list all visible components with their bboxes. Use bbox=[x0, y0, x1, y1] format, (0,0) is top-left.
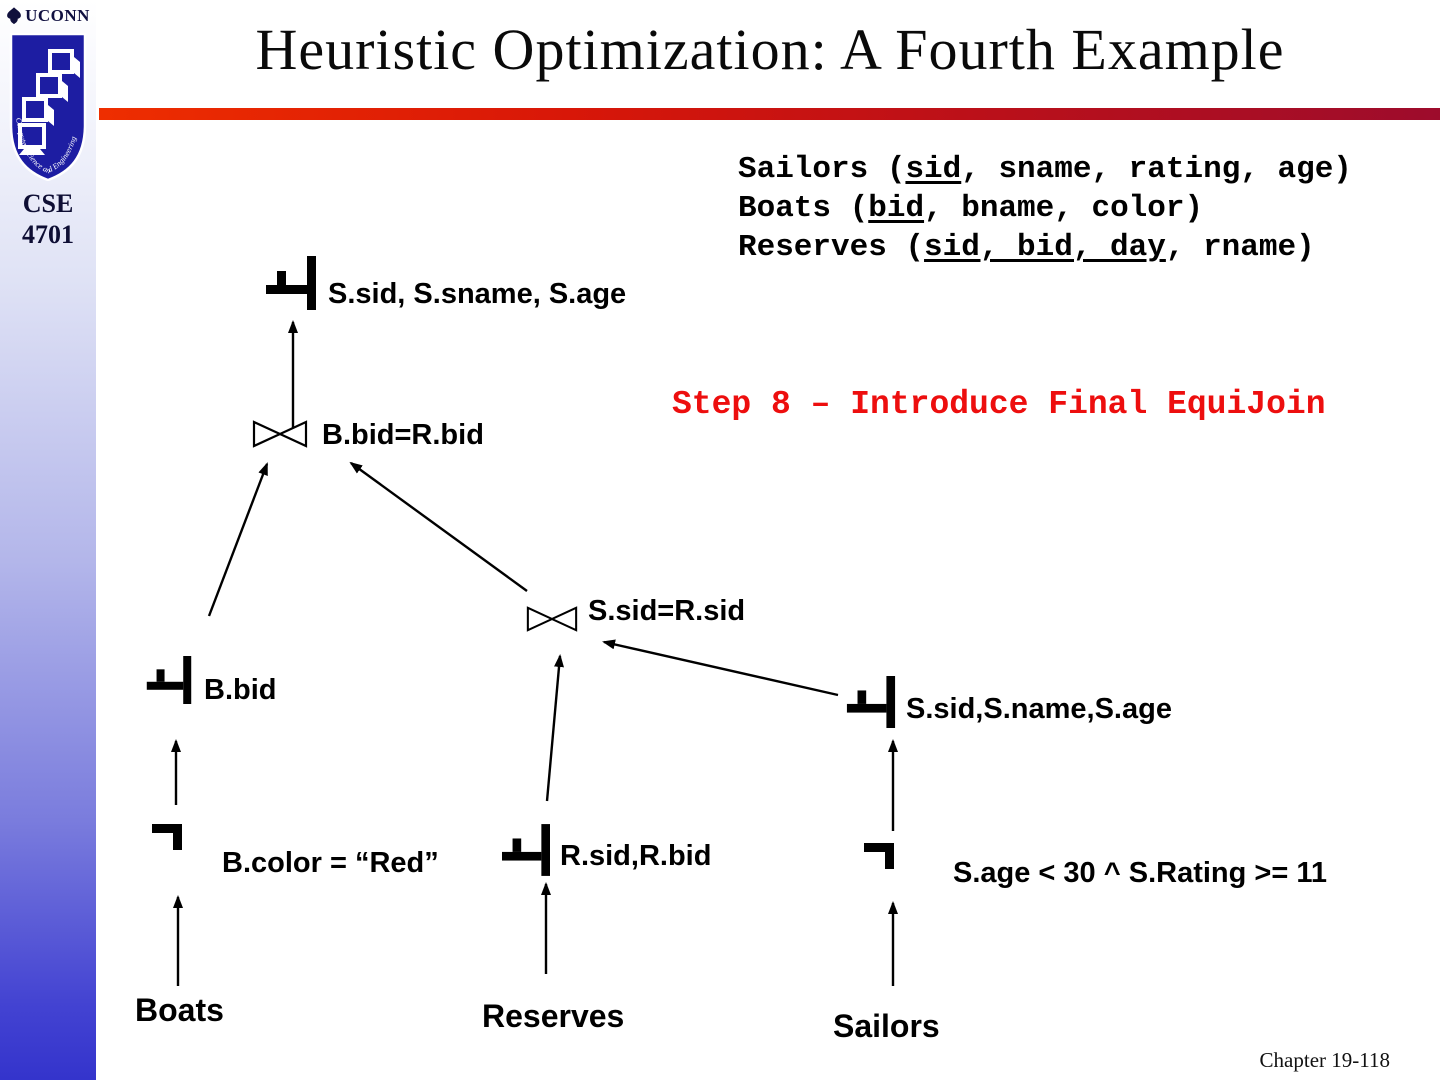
leaf-boats: Boats bbox=[135, 992, 224, 1028]
node-selection-boats: B.color = “Red” bbox=[222, 847, 439, 879]
edge-projreserves-to-joinmid bbox=[545, 654, 564, 802]
edge-projsailors-to-joinmid bbox=[602, 639, 839, 697]
pi-projection-icon bbox=[266, 256, 316, 310]
cse-shield-logo: Computer Science and Engineering bbox=[8, 32, 88, 182]
uconn-wordmark-text: UCONN bbox=[25, 6, 90, 25]
node-root-projection: S.sid, S.sname, S.age bbox=[328, 278, 627, 310]
pi-projection-icon bbox=[146, 656, 192, 704]
schema-text: , rname) bbox=[1165, 230, 1315, 265]
node-join-top: B.bid=R.bid bbox=[322, 419, 484, 451]
sigma-selection-icon bbox=[864, 843, 894, 869]
pi-projection-icon bbox=[502, 824, 550, 876]
uconn-wordmark: UCONN bbox=[0, 6, 96, 26]
leaf-sailors: Sailors bbox=[833, 1008, 940, 1044]
sigma-selection-icon bbox=[152, 824, 182, 850]
schema-line-boats: Boats (bid, bname, color) bbox=[738, 189, 1352, 228]
node-projection-sailors: S.sid,S.name,S.age bbox=[906, 693, 1172, 725]
bowtie-join-icon bbox=[526, 606, 578, 632]
node-projection-reserves: R.sid,R.bid bbox=[560, 840, 712, 872]
node-projection-bbid: B.bid bbox=[204, 674, 277, 706]
schema-text: , sname, rating, age) bbox=[961, 152, 1352, 187]
node-join-mid: S.sid=R.sid bbox=[588, 595, 746, 627]
schema-key-underlined: sid bbox=[905, 152, 962, 187]
edge-joinmid-to-jointop bbox=[349, 461, 528, 592]
schema-text: Sailors ( bbox=[738, 152, 906, 187]
schema-text: Reserves ( bbox=[738, 230, 925, 265]
course-number: CSE 4701 bbox=[0, 188, 96, 250]
course-line2: 4701 bbox=[22, 220, 74, 249]
sidebar: UCONN Comput bbox=[0, 0, 99, 1080]
page-title: Heuristic Optimization: A Fourth Example bbox=[255, 17, 1285, 82]
schema-block: Sailors (sid, sname, rating, age) Boats … bbox=[738, 150, 1352, 267]
edge-projbbid-to-jointop bbox=[207, 462, 269, 617]
shield-monitors bbox=[18, 49, 74, 149]
schema-text: Boats ( bbox=[738, 191, 869, 226]
shield-monitor-shadows bbox=[19, 57, 80, 155]
leaf-reserves: Reserves bbox=[482, 998, 625, 1034]
chapter-footer: Chapter 19-118 bbox=[1259, 1048, 1390, 1072]
course-line1: CSE bbox=[22, 189, 74, 218]
title-underline-bar bbox=[99, 108, 1440, 120]
schema-text: , bname, color) bbox=[924, 191, 1204, 226]
schema-key-underlined: bid bbox=[868, 191, 925, 226]
schema-line-reserves: Reserves (sid, bid, day, rname) bbox=[738, 228, 1352, 267]
node-selection-sailors: S.age < 30 ^ S.Rating >= 11 bbox=[953, 857, 1327, 889]
schema-key-underlined: sid, bid, day bbox=[924, 230, 1166, 265]
schema-line-sailors: Sailors (sid, sname, rating, age) bbox=[738, 150, 1352, 189]
bowtie-join-icon bbox=[252, 420, 308, 448]
uconn-oak-leaf-icon bbox=[7, 7, 21, 25]
pi-projection-icon bbox=[846, 676, 896, 728]
step-annotation: Step 8 – Introduce Final EquiJoin bbox=[672, 386, 1326, 423]
